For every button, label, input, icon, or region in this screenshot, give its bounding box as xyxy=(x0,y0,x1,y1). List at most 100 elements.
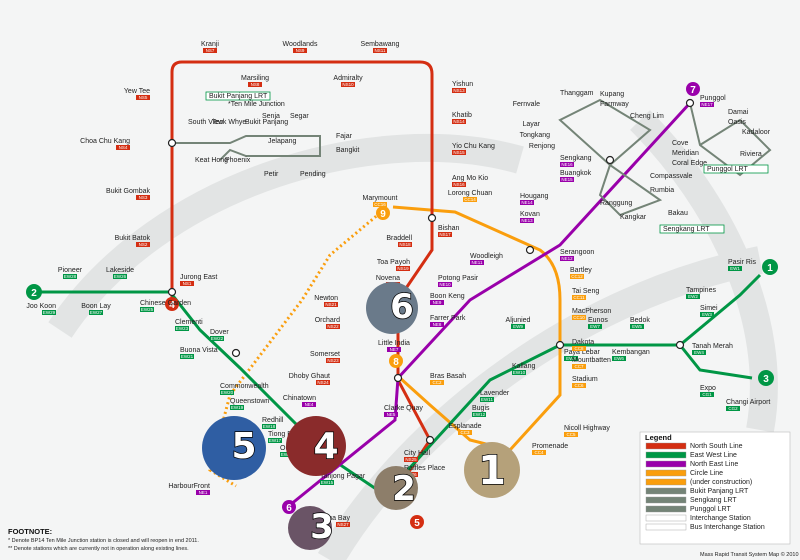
lrt-station-kupang[interactable]: Kupang xyxy=(600,91,624,98)
lrt-station-kangkar[interactable]: Kangkar xyxy=(620,214,647,221)
lrt-station-renjong[interactable]: Renjong xyxy=(529,143,555,150)
interchange-serangoon[interactable] xyxy=(525,245,535,255)
interchange-tanah-merah[interactable] xyxy=(675,340,685,350)
lrt-station-tongkang[interactable]: Tongkang xyxy=(520,132,550,139)
lrt-station-petir[interactable]: Petir xyxy=(264,171,279,178)
lrt-station-rumbia[interactable]: Rumbia xyxy=(650,187,674,194)
interchange-bishan[interactable] xyxy=(427,213,437,223)
interchange-sengkang[interactable] xyxy=(605,155,615,165)
lrt-station-compassvale[interactable]: Compassvale xyxy=(650,173,693,180)
lrt-station-layar[interactable]: Layar xyxy=(522,121,540,128)
lrt-station-segar[interactable]: Segar xyxy=(290,113,309,120)
lrt-station-riviera[interactable]: Riviera xyxy=(740,151,762,158)
lrt-station-oasis[interactable]: Oasis xyxy=(728,119,746,126)
interchange-city-hall[interactable] xyxy=(425,435,435,445)
lrt-station-cheng-lim[interactable]: Cheng Lim xyxy=(630,113,664,120)
interchange-dhoby-ghaut[interactable] xyxy=(393,373,403,383)
lrt-station-ranggung[interactable]: Ranggung xyxy=(600,200,632,207)
lrt-station-senja[interactable]: Senja xyxy=(262,113,280,120)
lrt-station--ten-mile-junction[interactable]: *Ten Mile Junction xyxy=(228,101,285,108)
lrt-station-jelapang[interactable]: Jelapang xyxy=(268,138,297,145)
lrt-station-fernvale[interactable]: Fernvale xyxy=(513,101,540,108)
lrt-station-farmway[interactable]: Farmway xyxy=(600,101,629,108)
interchange-jurong-east[interactable] xyxy=(167,287,177,297)
interchange-paya-lebar[interactable] xyxy=(555,340,565,350)
lrt-station-damai[interactable]: Damai xyxy=(728,109,749,116)
lrt-station-fajar[interactable]: Fajar xyxy=(336,133,353,140)
lrt-station-south-view[interactable]: South View xyxy=(188,119,224,126)
lrt-station-bangkit[interactable]: Bangkit xyxy=(336,147,359,154)
lrt-station-teck-whye[interactable]: Teck Whye xyxy=(212,119,246,126)
lrt-station-coral-edge[interactable]: Coral Edge xyxy=(672,160,707,167)
lrt-station-pending[interactable]: Pending xyxy=(300,171,326,178)
interchange-punggol[interactable] xyxy=(685,98,695,108)
lrt-station-bukit-panjang[interactable]: Bukit Panjang xyxy=(245,119,288,126)
lrt-station-kadaloor[interactable]: Kadaloor xyxy=(742,129,771,136)
lrt-station-keat-hong[interactable]: Keat Hong xyxy=(195,157,228,164)
